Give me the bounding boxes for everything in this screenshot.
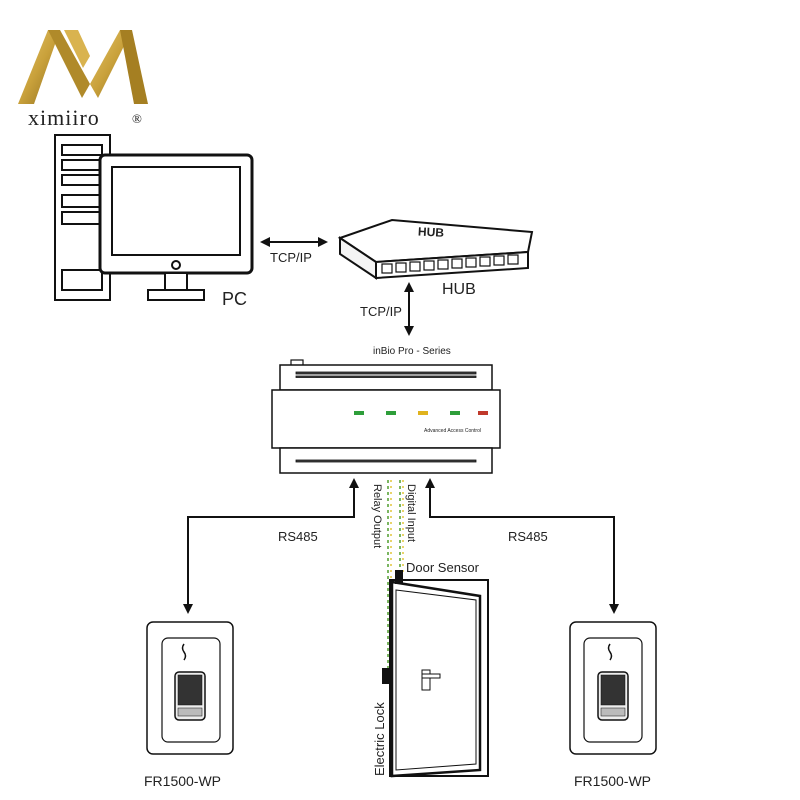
access-controller-icon (271, 359, 501, 474)
brand-logo-text: ximiiro (28, 105, 100, 130)
digital-input-label: Digital Input (405, 484, 417, 542)
led-5 (478, 411, 488, 415)
door-sensor-icon (395, 570, 403, 584)
led-4 (450, 411, 460, 415)
left-rs485-label: RS485 (278, 529, 318, 544)
right-reader-label: FR1500-WP (574, 773, 651, 789)
hub-panel-text: HUB (418, 224, 445, 239)
hub-controller-protocol-label: TCP/IP (360, 304, 402, 319)
led-3 (418, 411, 428, 415)
left-reader-connection (183, 478, 359, 614)
desktop-computer-icon (54, 134, 254, 301)
controller-panel-text: Advanced Access Control (424, 428, 481, 434)
hub-label: HUB (442, 281, 476, 298)
led-1 (354, 411, 364, 415)
ximiir-logo-icon (18, 30, 148, 104)
pc-label: PC (222, 289, 247, 309)
network-hub-icon (337, 218, 534, 280)
right-rs485-label: RS485 (508, 529, 548, 544)
fingerprint-reader-icon (569, 621, 657, 755)
left-reader-label: FR1500-WP (144, 773, 221, 789)
right-reader-connection (425, 478, 619, 614)
electric-lock-label: Electric Lock (372, 702, 387, 776)
controller-title: inBio Pro - Series (373, 346, 451, 357)
registered-mark: ® (132, 111, 142, 126)
door-sensor-label: Door Sensor (406, 560, 480, 575)
relay-output-label: Relay Output (371, 484, 383, 548)
pc-hub-protocol-label: TCP/IP (270, 250, 312, 265)
led-2 (386, 411, 396, 415)
door-icon (389, 579, 489, 778)
fingerprint-reader-icon (146, 621, 234, 755)
electric-lock-icon (382, 668, 390, 684)
status-leds (354, 411, 488, 415)
